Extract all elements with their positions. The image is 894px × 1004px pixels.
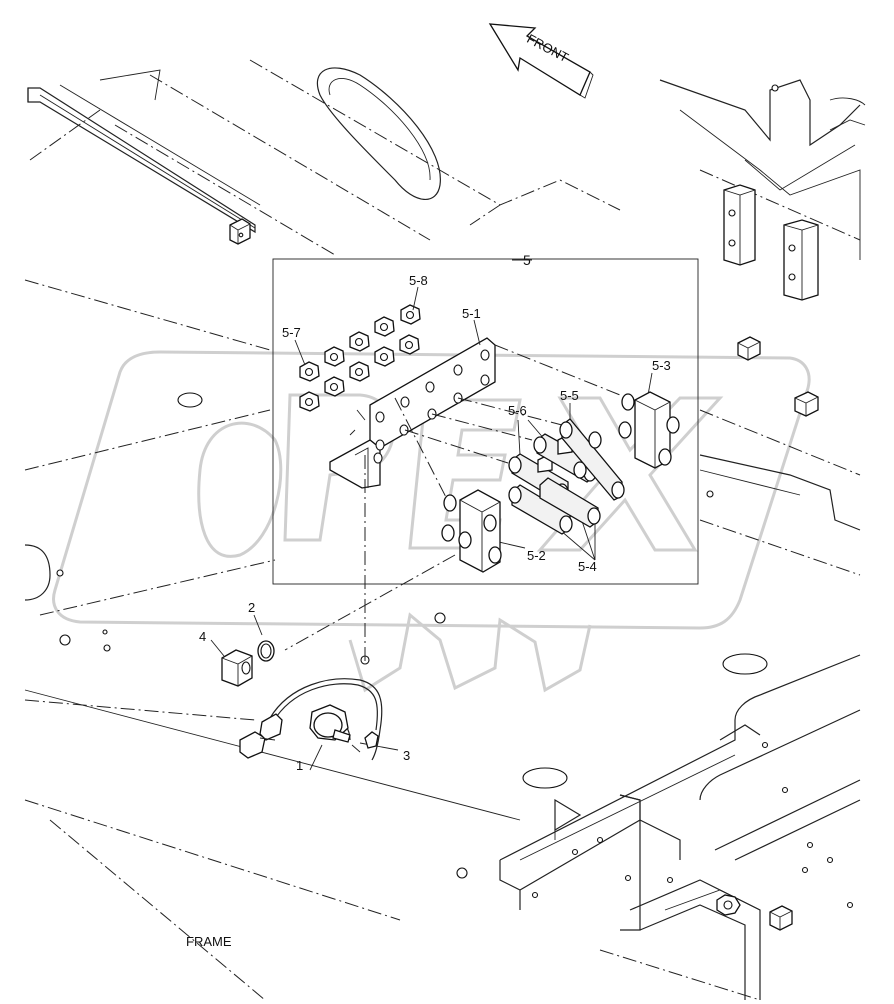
caption-frame: FRAME xyxy=(186,934,232,949)
callout-2: 2 xyxy=(248,600,255,615)
frame-linework xyxy=(24,59,866,1001)
fitting-5-5 xyxy=(559,418,625,501)
bracket-plate-5-1 xyxy=(329,337,496,489)
frame-blocks xyxy=(229,184,819,931)
callout-5-3: 5-3 xyxy=(652,358,671,373)
watermark-logo xyxy=(52,350,811,693)
front-arrow: FRONT xyxy=(488,23,594,99)
pressure-switch-1 xyxy=(239,678,383,761)
o-ring-2 xyxy=(257,640,275,662)
callout-5-6: 5-6 xyxy=(508,403,527,418)
nut xyxy=(400,304,421,325)
nut xyxy=(299,391,320,412)
callout-5-5: 5-5 xyxy=(560,388,579,403)
fitting-5-4b xyxy=(539,477,601,528)
callout-5-4: 5-4 xyxy=(578,559,597,574)
nut xyxy=(374,316,395,337)
tee-block-5-3 xyxy=(618,391,680,469)
callout-3: 3 xyxy=(403,748,410,763)
leader-lines xyxy=(210,286,653,771)
callout-5-8: 5-8 xyxy=(409,273,428,288)
detail-box: 5 xyxy=(272,252,699,585)
adapter-4 xyxy=(221,649,253,687)
fittings xyxy=(508,418,625,535)
fitting-5-4 xyxy=(508,484,573,535)
nut xyxy=(324,346,345,367)
callout-1: 1 xyxy=(296,758,303,773)
nut xyxy=(349,331,370,352)
callout-5-1: 5-1 xyxy=(462,306,481,321)
callout-5-2: 5-2 xyxy=(527,548,546,563)
nut xyxy=(324,376,345,397)
callout-5-7: 5-7 xyxy=(282,325,301,340)
hex-nuts-5-7-5-8 xyxy=(299,304,421,412)
callout-4: 4 xyxy=(199,629,206,644)
block-5-2 xyxy=(441,489,502,573)
nut xyxy=(399,334,420,355)
callout-labels: 5-7 5-8 5-1 5-3 5-5 5-6 5-2 5-4 2 4 1 3 … xyxy=(186,273,671,949)
nut xyxy=(299,361,320,382)
nut xyxy=(374,346,395,367)
nut xyxy=(349,361,370,382)
